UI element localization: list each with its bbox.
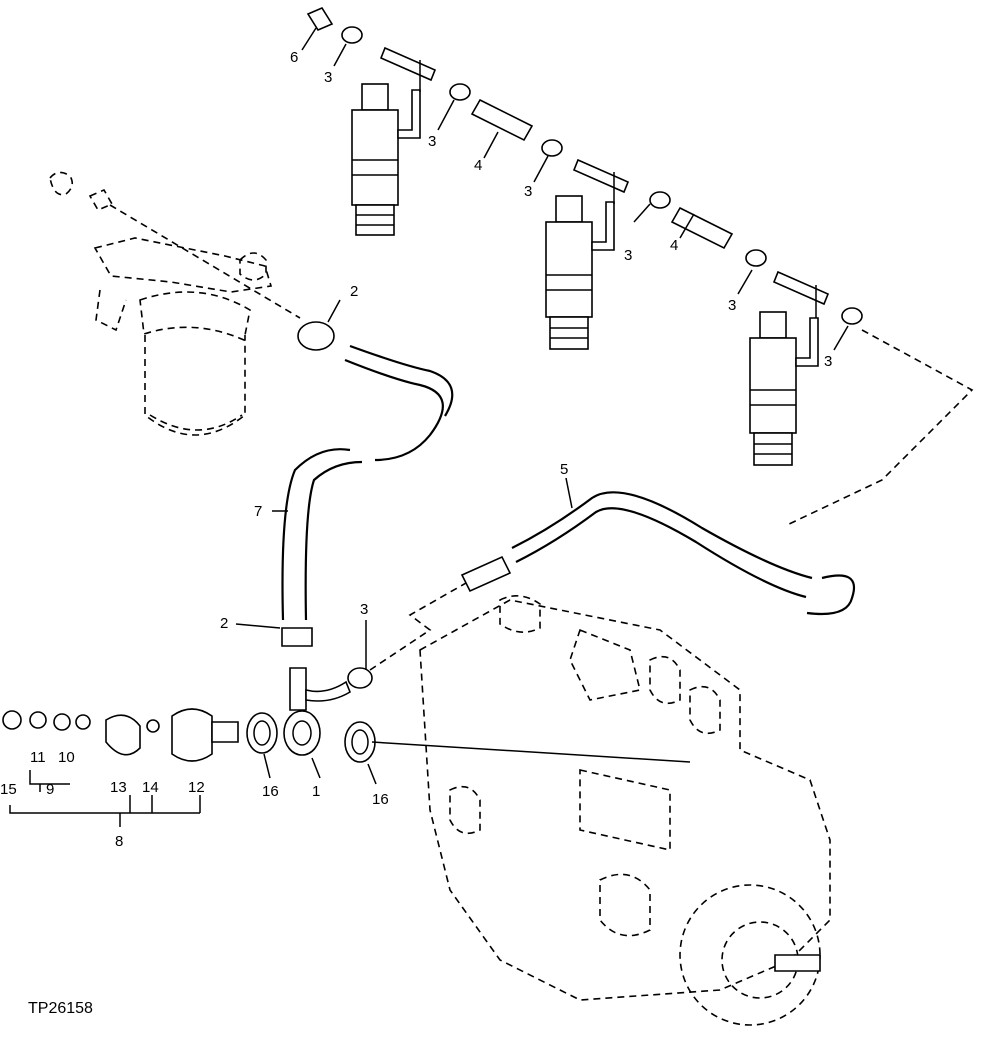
callout-6: 6 <box>290 49 298 66</box>
injection-nozzle-2 <box>545 158 630 350</box>
callout-15: 15 <box>0 781 17 798</box>
leader-lines <box>235 27 849 785</box>
callout-4: 4 <box>474 157 482 174</box>
callout-3: 3 <box>824 353 832 370</box>
figure-id: TP26158 <box>28 1000 93 1017</box>
callout-2: 2 <box>350 283 358 300</box>
callout-3: 3 <box>324 69 332 86</box>
callout-3: 3 <box>428 133 436 150</box>
callout-3: 3 <box>728 297 736 314</box>
callout-11: 11 <box>30 749 46 766</box>
return-line-leader <box>786 329 974 526</box>
injection-nozzle-3 <box>749 270 830 466</box>
callouts: 6 3 3 4 3 3 4 3 3 2 7 5 2 3 15 11 10 9 1… <box>0 49 832 850</box>
fuel-hose-7 <box>281 321 454 647</box>
callout-14: 14 <box>142 779 159 796</box>
callout-16: 16 <box>372 791 389 808</box>
callout-2: 2 <box>220 615 228 632</box>
callout-7: 7 <box>254 503 262 520</box>
callout-9: 9 <box>46 781 54 798</box>
fuel-filter-assembly <box>49 171 301 436</box>
callout-8: 8 <box>115 833 123 850</box>
callout-3: 3 <box>524 183 532 200</box>
callout-3: 3 <box>624 247 632 264</box>
callout-1: 1 <box>312 783 320 800</box>
leak-off-hose-parts <box>306 6 863 325</box>
check-valve-parts <box>2 708 691 827</box>
callout-16: 16 <box>262 783 279 800</box>
callout-12: 12 <box>188 779 205 796</box>
callout-3: 3 <box>360 601 368 618</box>
banjo-fitting-and-return-hose <box>283 491 855 756</box>
injection-pump <box>419 595 831 1026</box>
callout-13: 13 <box>110 779 127 796</box>
callout-4: 4 <box>670 237 678 254</box>
callout-10: 10 <box>58 749 75 766</box>
callout-5: 5 <box>560 461 568 478</box>
injection-nozzle-1 <box>351 46 437 236</box>
